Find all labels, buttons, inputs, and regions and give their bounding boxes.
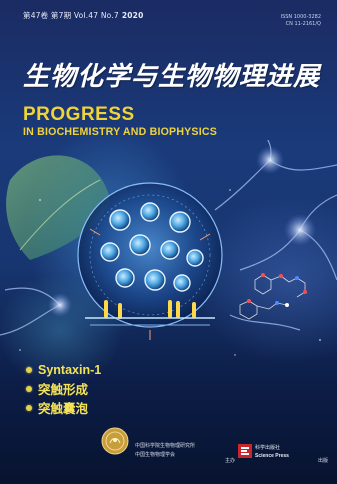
topic-item: 突触囊泡 xyxy=(26,398,101,417)
bullet-dot xyxy=(26,366,32,373)
topic-label: Syntaxin-1 xyxy=(38,362,102,377)
sponsor-institute: 中国科学院生物物理研究所 xyxy=(135,443,196,449)
cover-illustration xyxy=(0,140,337,356)
molecular-structure xyxy=(239,274,306,320)
issn-number: ISSN 1000-3282 xyxy=(280,14,321,20)
protein-markers xyxy=(104,300,196,319)
signal-arrows xyxy=(89,228,211,340)
synaptic-vesicles xyxy=(100,202,204,292)
issue-number: 第47卷 第7期 Vol.47 No.7 xyxy=(23,11,119,20)
journal-title-chinese: 生物化学与生物物理进展 xyxy=(23,62,321,92)
leaf-shape xyxy=(6,155,111,260)
topic-list: Syntaxin-1 突触形成 突触囊泡 xyxy=(26,360,101,417)
publisher-english: Science Press xyxy=(255,453,289,459)
topic-label: 突触形成 xyxy=(38,383,89,397)
sponsor-role: 主办 xyxy=(225,458,236,464)
topic-label: 突触囊泡 xyxy=(38,402,89,416)
cover-footer: 中国科学院生物物理研究所 中国生物物理学会 主办 科学出版社 Science P… xyxy=(0,420,337,484)
publisher-names: 科学出版社 Science Press xyxy=(255,444,289,460)
journal-subtitle-english: IN BIOCHEMISTRY AND BIOPHYSICS xyxy=(23,126,217,138)
publisher-chinese: 科学出版社 xyxy=(255,445,281,451)
institute-seal-icon xyxy=(101,427,129,455)
science-press-logo-icon xyxy=(238,444,252,458)
bullet-dot xyxy=(26,404,32,411)
bullet-dot xyxy=(26,385,32,392)
sponsor-names: 中国科学院生物物理研究所 中国生物物理学会 xyxy=(135,442,195,459)
sparkles xyxy=(19,189,321,356)
molecule-atoms xyxy=(247,273,307,307)
leaf-vein xyxy=(19,179,101,251)
issue-year: 2020 xyxy=(121,11,144,20)
neuron-body xyxy=(284,214,316,246)
neuron-body xyxy=(48,293,72,317)
topic-item: Syntaxin-1 xyxy=(26,360,101,379)
synapse-cell-inner xyxy=(89,194,211,316)
journal-title-english: PROGRESS xyxy=(23,104,135,125)
publisher-role: 出版 xyxy=(318,458,329,464)
issn-block: ISSN 1000-3282 CN 11-2161/Q xyxy=(281,14,321,28)
cn-number: CN 11-2161/Q xyxy=(285,20,321,27)
neuron-body xyxy=(256,146,284,174)
topic-item: 突触形成 xyxy=(26,379,101,398)
sponsor-society: 中国生物物理学会 xyxy=(135,451,176,458)
